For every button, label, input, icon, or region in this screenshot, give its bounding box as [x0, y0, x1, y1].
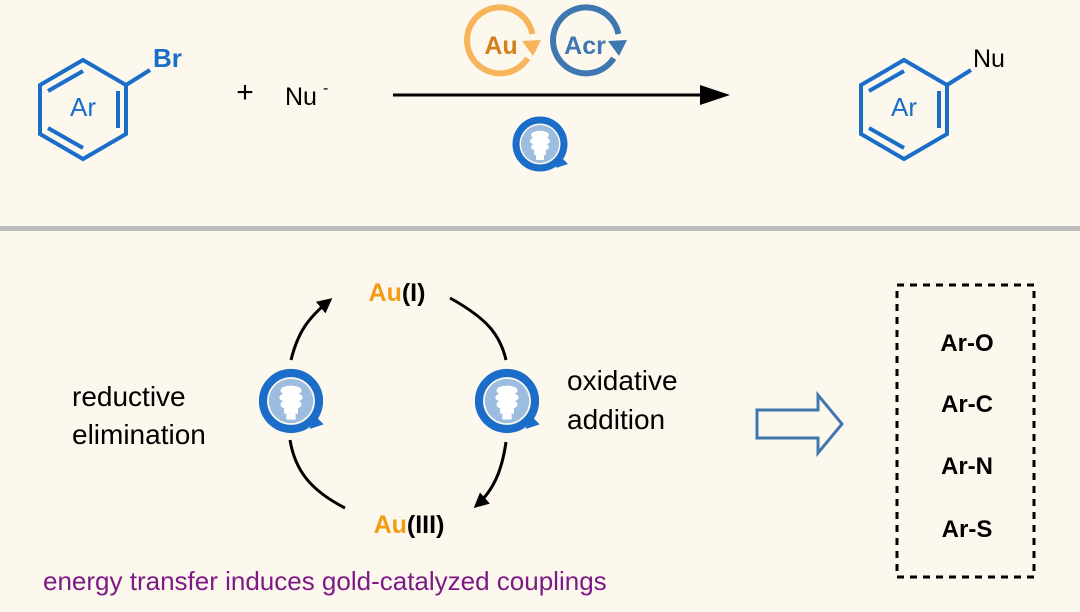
products-box [895, 283, 1036, 579]
product-nucleophile: Nu [973, 45, 1005, 73]
gold-catalyst-cycle-icon [464, 4, 541, 77]
lightbulb-icon [263, 373, 324, 429]
reductive-elimination-label-line1: reductive [72, 381, 186, 412]
nucleophile-charge: - [323, 80, 328, 97]
product-ar-o: Ar-O [940, 330, 993, 357]
oxidative-addition-label-line1: oxidative [567, 365, 678, 396]
cycle-arrow-to-au-iii [473, 441, 508, 508]
caption: energy transfer induces gold-catalyzed c… [43, 566, 607, 596]
reaction-arrowhead [700, 85, 730, 105]
nucleophile: Nu [285, 83, 317, 111]
product-ar-s: Ar-S [942, 516, 993, 543]
cycle-arrow-to-au-i [289, 298, 333, 361]
au-iii-species: Au(III) [374, 511, 445, 539]
acridinium-catalyst-cycle-icon [550, 4, 627, 77]
cycle-arc-from-au-i [449, 296, 508, 361]
hollow-arrow-icon [755, 390, 844, 458]
plus-sign: + [236, 76, 254, 109]
reactant-ring-label: Ar [70, 92, 96, 122]
lightbulb-icon [479, 373, 540, 429]
reductive-elimination-label-line2: elimination [72, 419, 206, 450]
photocatalyst-label: Acr [564, 32, 606, 60]
lightbulb-icon [516, 120, 568, 168]
product-ar-n: Ar-N [941, 453, 993, 480]
gold-catalyst-label: Au [484, 32, 517, 60]
oxidative-addition-label-line2: addition [567, 404, 665, 435]
product-ar-c: Ar-C [941, 391, 993, 418]
product-aryl-ring [859, 57, 973, 162]
reactant-aryl-ring [38, 57, 152, 162]
cycle-arc-from-au-iii [288, 439, 346, 510]
product-ring-label: Ar [891, 92, 917, 122]
section-divider [0, 226, 1080, 231]
au-i-species: Au(I) [369, 279, 426, 307]
bromide-substituent: Br [153, 43, 182, 73]
